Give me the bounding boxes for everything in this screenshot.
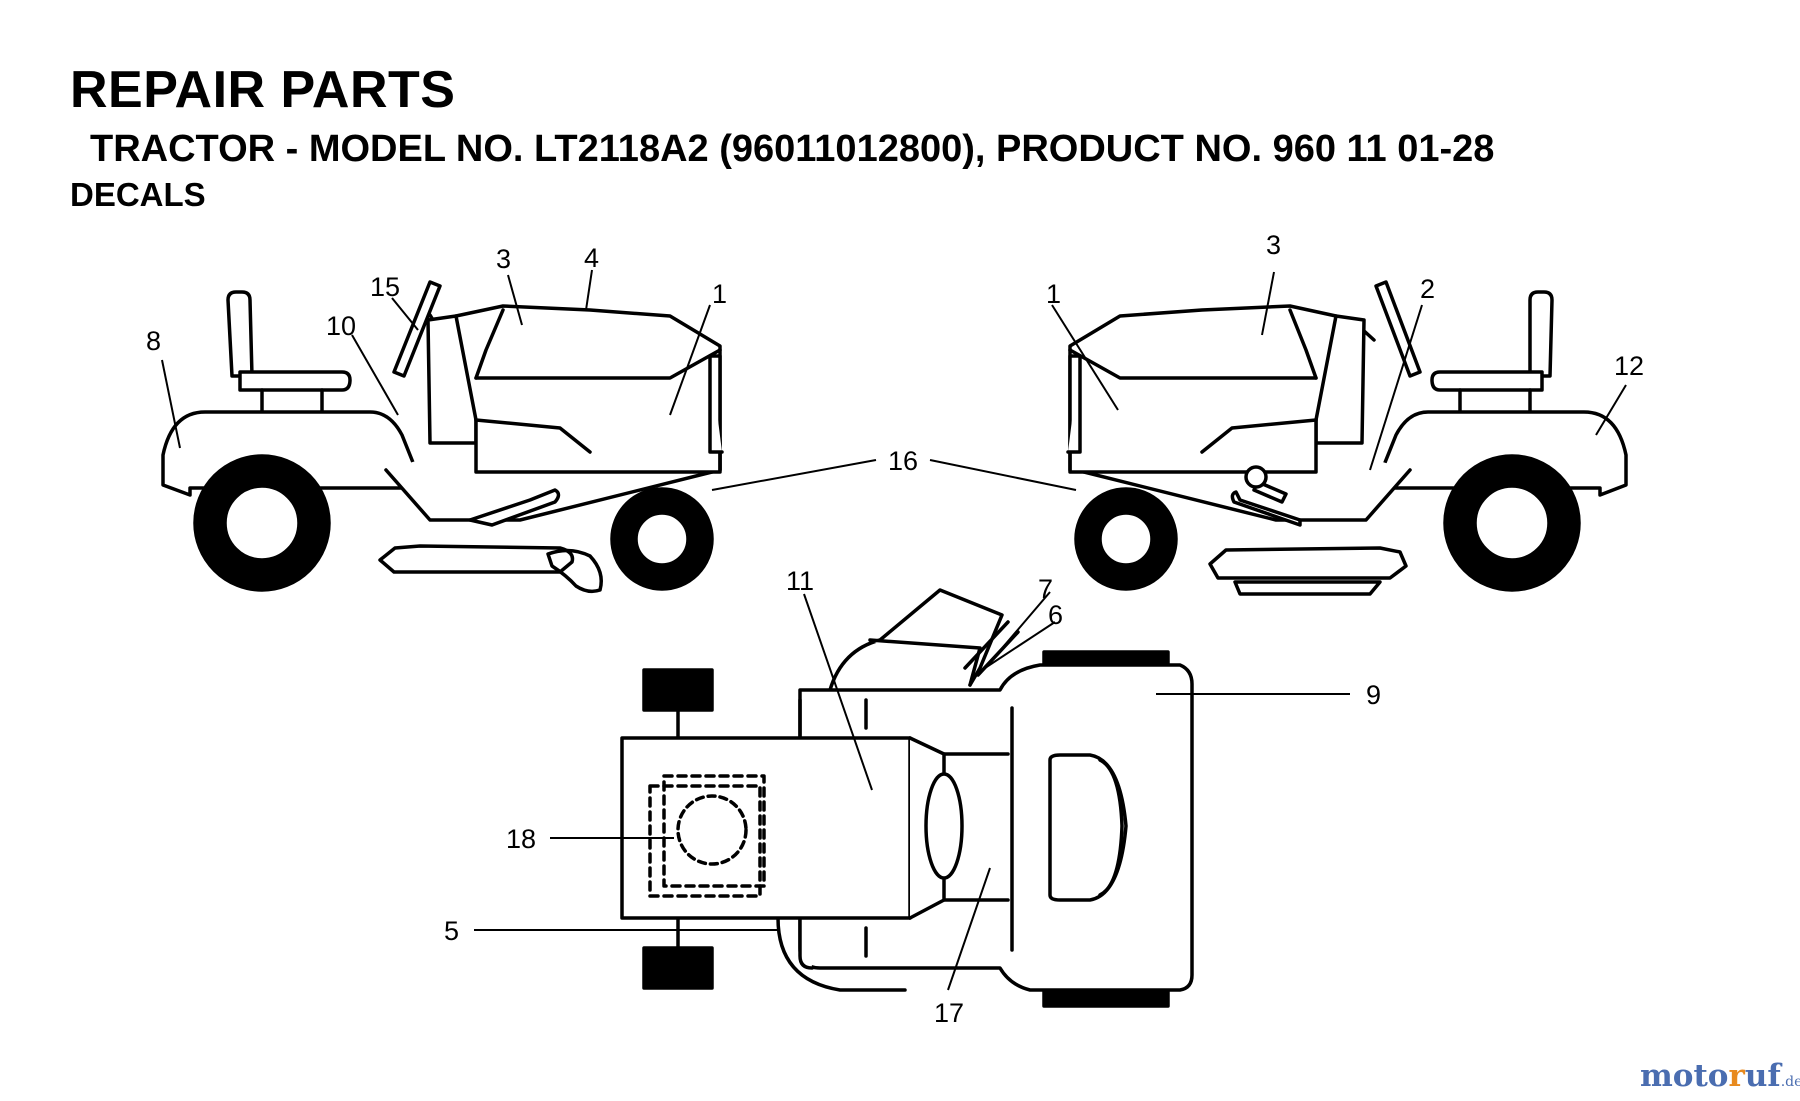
watermark-part-2: r <box>1728 1058 1745 1094</box>
callout-16: 16 <box>888 446 918 476</box>
callout-labels: 1 3 4 15 10 8 16 1 3 2 12 11 7 6 9 18 5 … <box>146 230 1644 1028</box>
callout-15: 15 <box>370 272 400 302</box>
callout-17: 17 <box>934 998 964 1028</box>
callout-1-left: 1 <box>712 279 727 309</box>
callout-12: 12 <box>1614 351 1644 381</box>
watermark-part-1: moto <box>1640 1058 1729 1094</box>
tractor-right-side-view <box>1066 280 1628 596</box>
callout-3-right: 3 <box>1266 230 1281 260</box>
callout-4: 4 <box>584 243 599 273</box>
tractor-top-view <box>620 588 1194 1008</box>
callout-3-left: 3 <box>496 244 511 274</box>
callout-5: 5 <box>444 916 459 946</box>
watermark-part-4: .de <box>1780 1074 1800 1090</box>
callout-2: 2 <box>1420 274 1435 304</box>
leader-lines <box>161 269 1627 991</box>
callout-7: 7 <box>1038 574 1053 604</box>
callout-1-right: 1 <box>1046 279 1061 309</box>
callout-9: 9 <box>1366 680 1381 710</box>
watermark-logo: motoruf.de <box>1640 1058 1800 1094</box>
section-heading: DECALS <box>70 176 206 213</box>
model-subtitle: TRACTOR - MODEL NO. LT2118A2 (9601101280… <box>90 128 1495 170</box>
callout-10: 10 <box>326 311 356 341</box>
callout-18: 18 <box>506 824 536 854</box>
page-title: REPAIR PARTS <box>70 61 456 119</box>
tractor-left-side-view <box>161 280 724 594</box>
watermark-part-3: uf <box>1744 1058 1781 1094</box>
callout-8: 8 <box>146 326 161 356</box>
callout-6: 6 <box>1048 600 1063 630</box>
callout-11: 11 <box>786 566 814 596</box>
